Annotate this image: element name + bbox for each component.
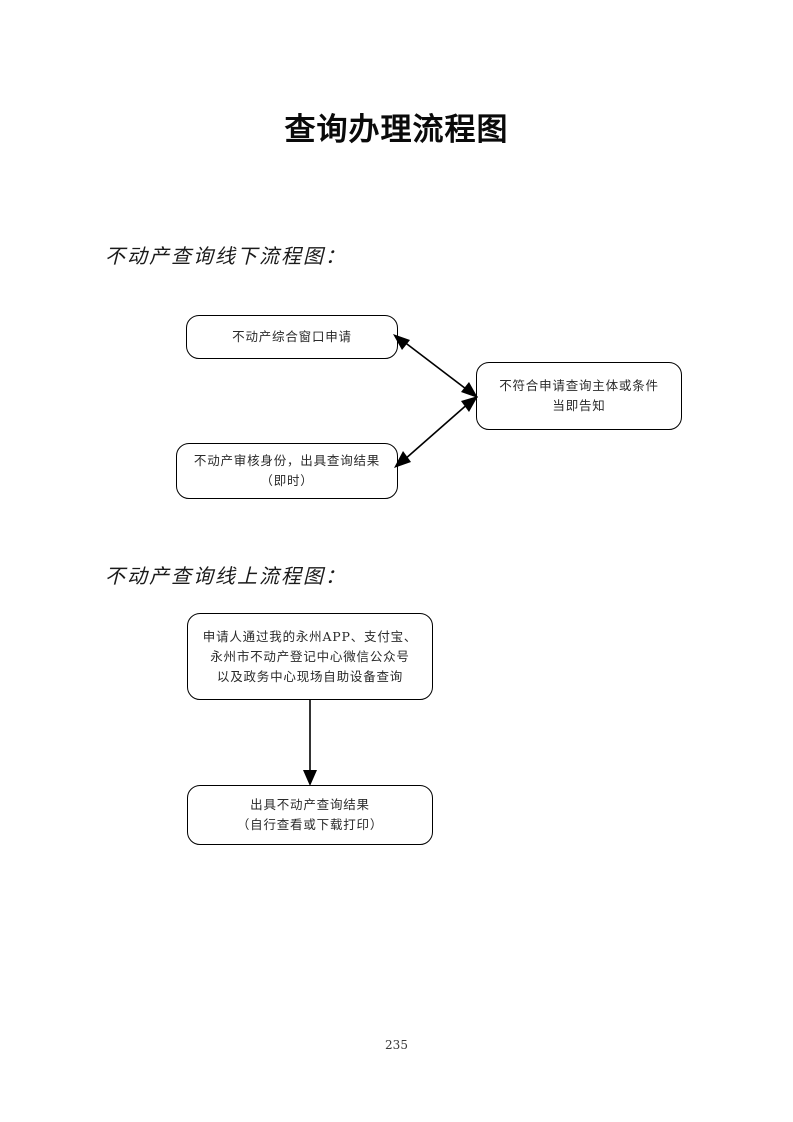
flow-node-not-qualified: 不符合申请查询主体或条件 当即告知 (476, 362, 682, 430)
page-number: 235 (385, 1038, 408, 1052)
flow-node-line: （自行查看或下载打印） (236, 817, 384, 832)
page-title: 查询办理流程图 (284, 112, 509, 148)
flow-node-line: 以及政务中心现场自助设备查询 (216, 668, 404, 684)
flow-node-line: 永州市不动产登记中心微信公众号 (210, 648, 410, 664)
flow-node-line: （即时） (260, 473, 314, 488)
flow-node-line: 不符合申请查询主体或条件 (499, 378, 659, 393)
section-heading-offline: 不动产查询线下流程图： (105, 244, 347, 268)
flow-node-line: 当即告知 (552, 398, 606, 413)
section-heading-online: 不动产查询线上流程图： (105, 564, 347, 588)
flow-node-online-channels: 申请人通过我的永州APP、支付宝、 永州市不动产登记中心微信公众号 以及政务中心… (187, 613, 433, 700)
flow-node-window-apply: 不动产综合窗口申请 (186, 315, 398, 359)
flow-node-line: 出具不动产查询结果 (250, 797, 370, 812)
arrow-online-channels-to-result (303, 700, 317, 786)
arrow-verify-result-to-not-qualified (394, 396, 478, 468)
flow-node-verify-result: 不动产审核身份，出具查询结果 （即时） (176, 443, 398, 499)
flow-node-online-result: 出具不动产查询结果 （自行查看或下载打印） (187, 785, 433, 845)
arrow-window-apply-to-not-qualified (393, 334, 478, 398)
flow-node-line: 不动产综合窗口申请 (232, 329, 352, 344)
flow-node-line: 不动产审核身份，出具查询结果 (193, 453, 381, 468)
flow-node-line: 申请人通过我的永州APP、支付宝、 (202, 628, 418, 644)
